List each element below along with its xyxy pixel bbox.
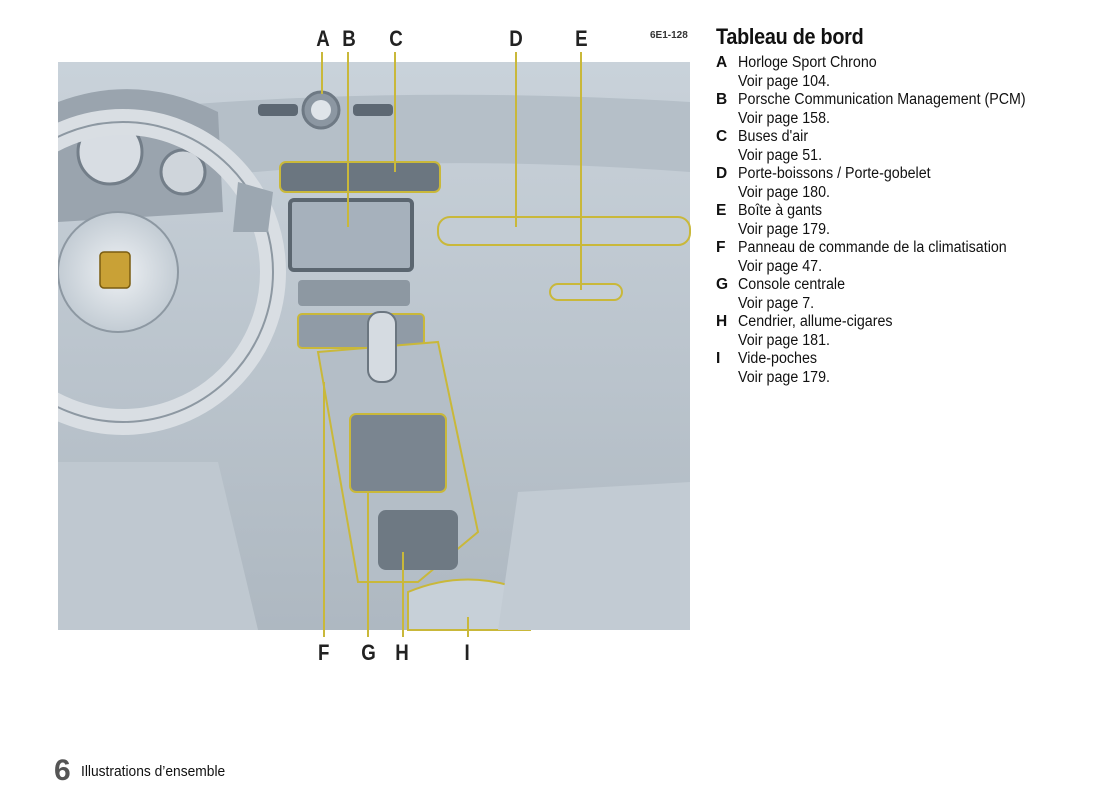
pcm-buttons [298, 280, 410, 306]
ashtray [378, 510, 458, 570]
steering-controls [233, 182, 273, 232]
entry-letter: G [716, 276, 729, 293]
legend-panel: Tableau de bord A Horloge Sport Chrono V… [716, 24, 1086, 387]
climate-panel [297, 313, 425, 349]
callout-label: H [395, 640, 409, 665]
section-title: Illustrations d’ensemble [81, 762, 226, 780]
porsche-crest-icon [99, 251, 131, 289]
entry-letter: B [716, 91, 728, 108]
legend-entry: E Boîte à gants Voir page 179. [716, 202, 1086, 239]
entry-letter: E [716, 202, 727, 219]
center-vents [279, 161, 441, 193]
entry-text: Vide-poches [738, 350, 818, 367]
figure-code: 6E1-128 [650, 30, 688, 41]
dashboard-drawing [0, 52, 691, 637]
legend-entry: G Console centrale Voir page 7. [716, 276, 1086, 313]
entry-page-ref: Voir page 179. [738, 368, 830, 386]
entry-text: Console centrale [738, 276, 846, 293]
page-footer: 6 Illustrations d’ensemble [54, 754, 238, 788]
entry-text: Boîte à gants [738, 202, 823, 219]
entry-letter: F [716, 239, 726, 256]
entry-page-ref: Voir page 158. [738, 109, 830, 127]
legend-entry: A Horloge Sport Chrono Voir page 104. [716, 54, 1086, 91]
callout-label: B [342, 26, 356, 51]
legend-entry: I Vide-poches Voir page 179. [716, 350, 1086, 387]
callout-label: E [575, 26, 588, 51]
callout-label: D [509, 26, 523, 51]
entry-page-ref: Voir page 180. [738, 183, 830, 201]
entry-page-ref: Voir page 179. [738, 220, 830, 238]
entry-text: Buses d'air [738, 128, 809, 145]
callout-label: G [361, 640, 376, 665]
page-number: 6 [54, 754, 71, 787]
vent-left [258, 104, 298, 116]
legend-entry: D Porte-boissons / Porte-gobelet Voir pa… [716, 165, 1086, 202]
entry-text: Panneau de commande de la climatisation [738, 239, 1007, 256]
vent-right [353, 104, 393, 116]
entry-text: Cendrier, allume-cigares [738, 313, 893, 330]
legend-entry: C Buses d'air Voir page 51. [716, 128, 1086, 165]
passenger-seat [498, 482, 690, 630]
pcm-screen [288, 198, 414, 272]
callout-label: A [316, 26, 330, 51]
entry-letter: C [716, 128, 728, 145]
dashboard-illustration: 6E1-128 A B C D E F G H I [0, 22, 694, 672]
entry-letter: H [716, 313, 728, 330]
callout-label: C [389, 26, 403, 51]
legend-entry: B Porsche Communication Management (PCM)… [716, 91, 1086, 128]
callout-label: F [318, 640, 330, 665]
callout-label: I [464, 640, 470, 665]
entry-text: Porsche Communication Management (PCM) [738, 91, 1026, 108]
gear-lever [367, 311, 397, 383]
entry-text: Horloge Sport Chrono [738, 54, 877, 71]
cupholder-strip [437, 216, 691, 246]
entry-text: Porte-boissons / Porte-gobelet [738, 165, 931, 182]
driver-seat [58, 462, 258, 630]
entry-letter: D [716, 165, 728, 182]
legend-entry: H Cendrier, allume-cigares Voir page 181… [716, 313, 1086, 350]
entry-letter: A [716, 54, 728, 71]
entry-page-ref: Voir page 104. [738, 72, 830, 90]
legend-entry: F Panneau de commande de la climatisatio… [716, 239, 1086, 276]
console-buttons [349, 413, 447, 493]
entry-letter: I [716, 350, 721, 367]
gauge [159, 148, 207, 196]
panel-title: Tableau de bord [716, 24, 864, 49]
entry-page-ref: Voir page 47. [738, 257, 823, 275]
glovebox-handle [549, 283, 623, 301]
entry-page-ref: Voir page 181. [738, 331, 830, 349]
entry-page-ref: Voir page 7. [738, 294, 815, 312]
entry-page-ref: Voir page 51. [738, 146, 823, 164]
